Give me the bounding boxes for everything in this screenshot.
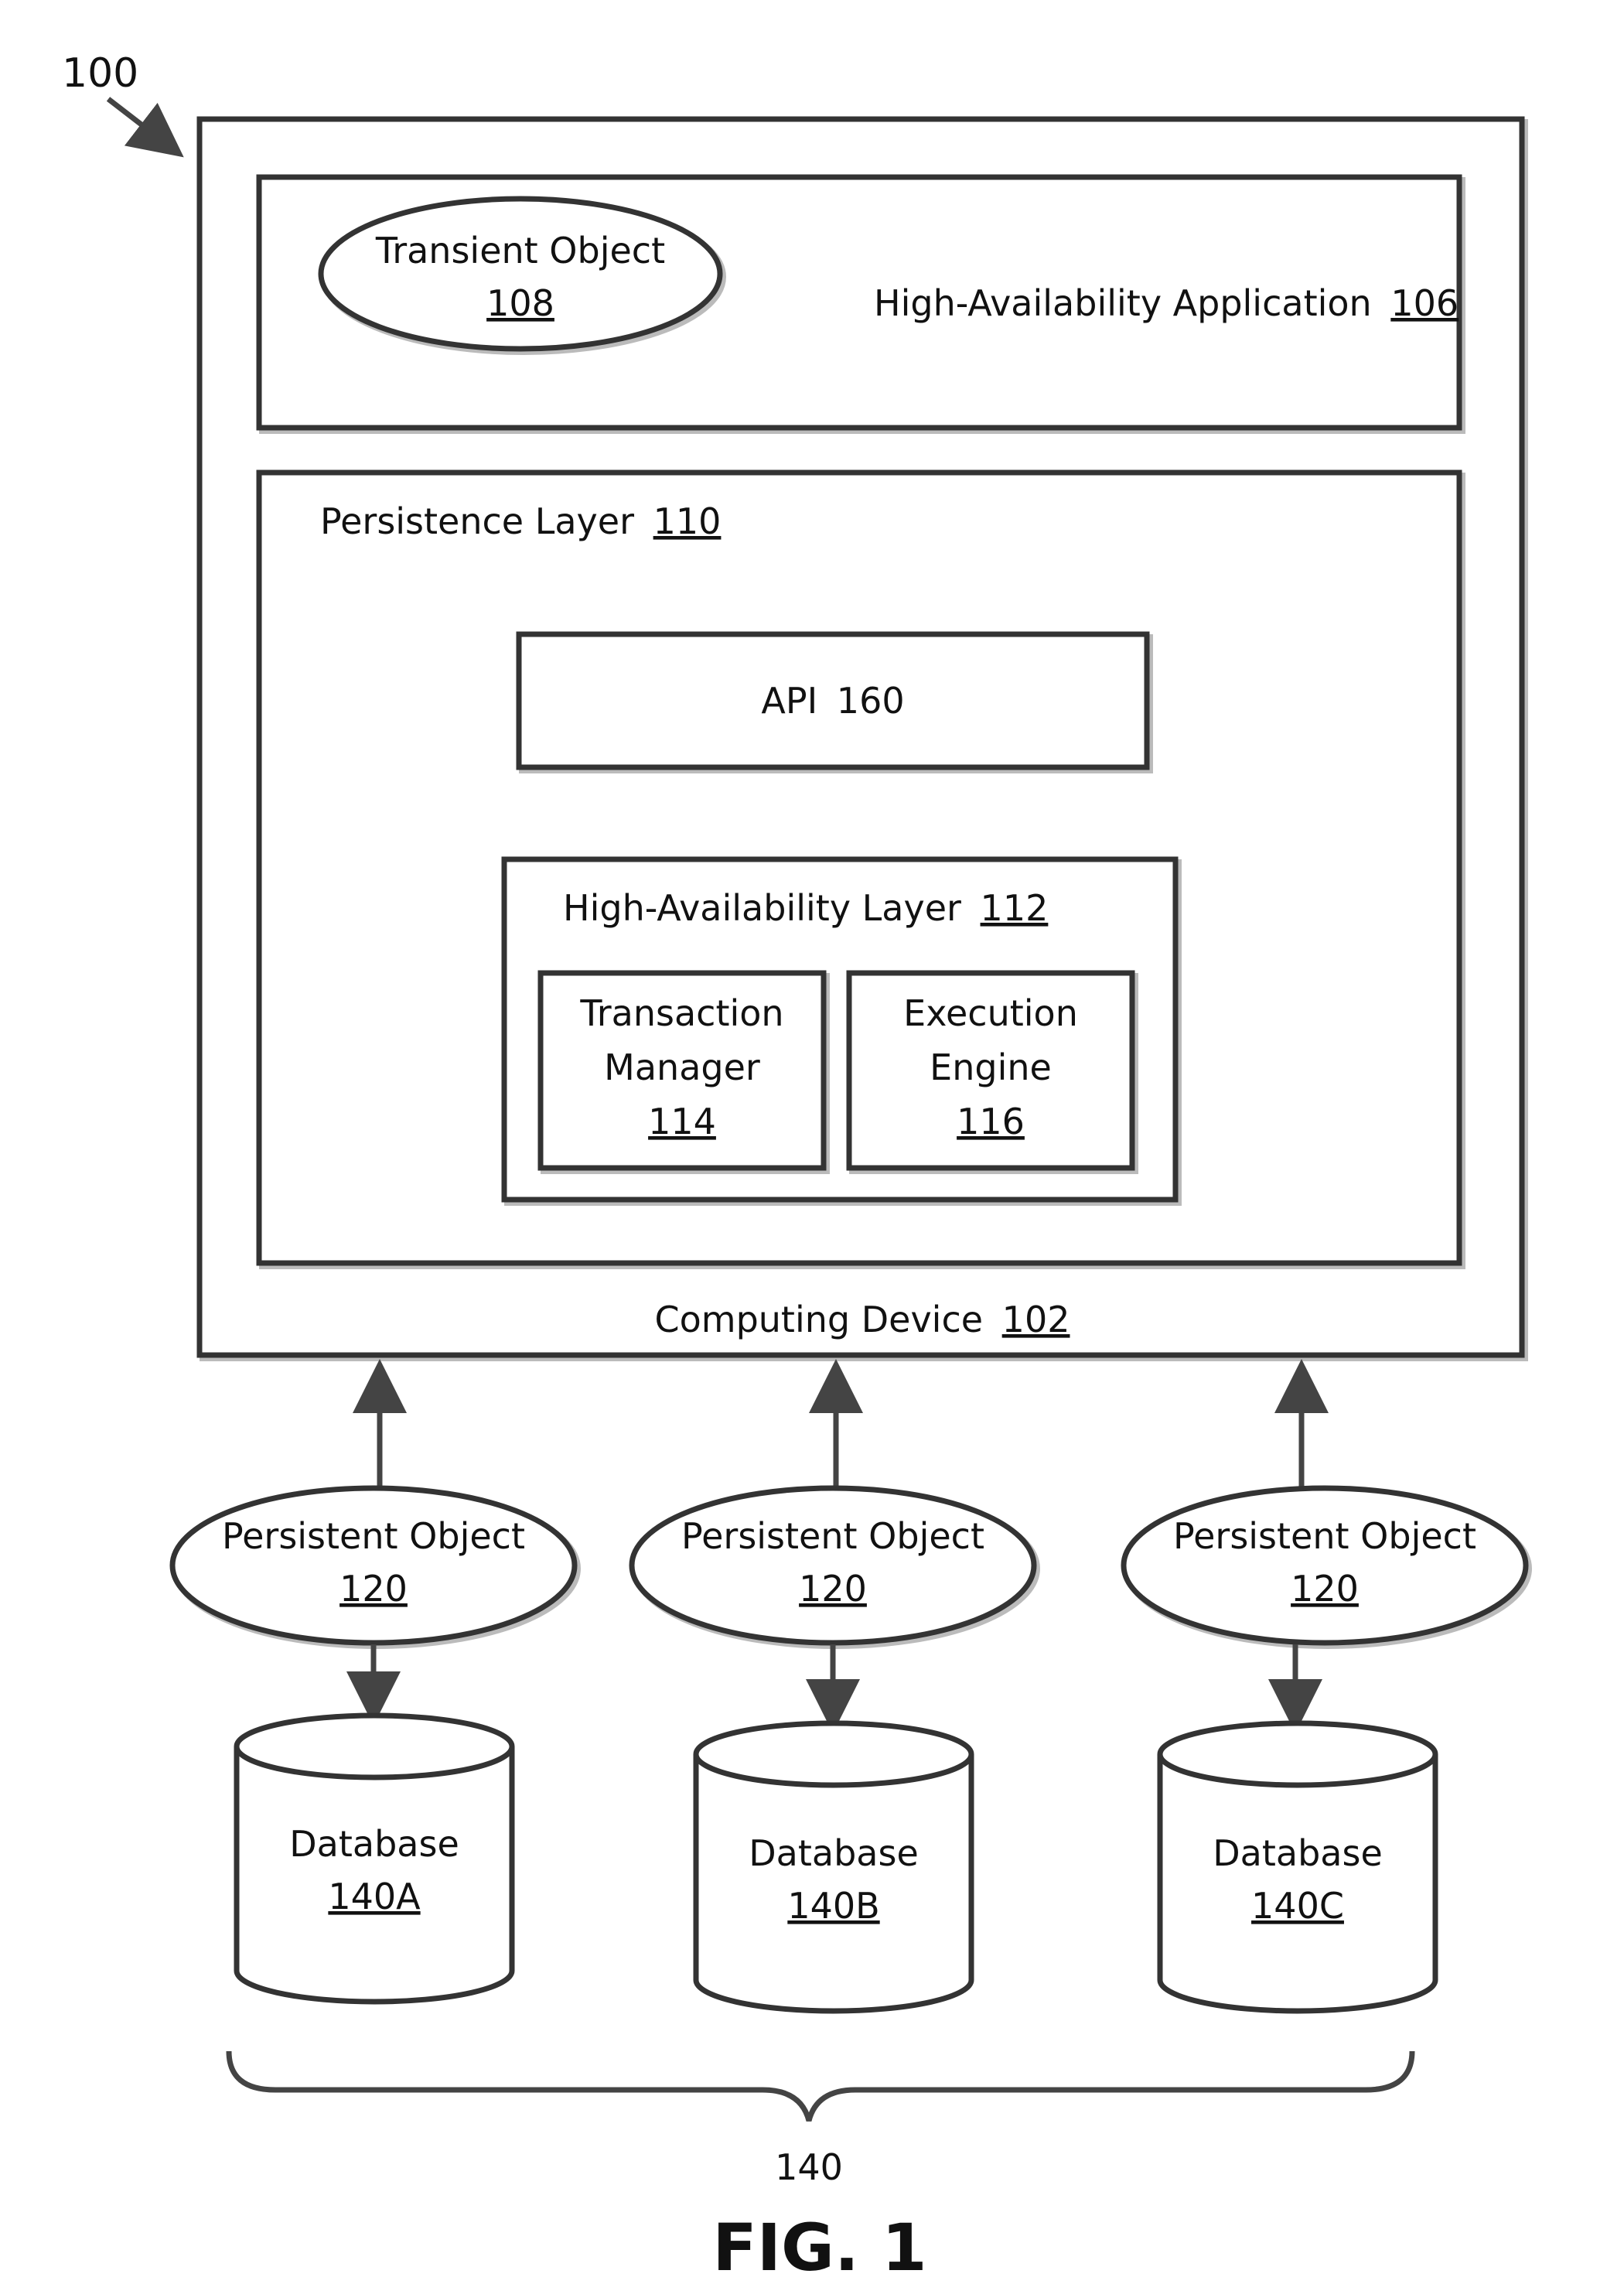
persistent-object-3-ref: 120 (1291, 1568, 1359, 1610)
persistence-layer-ref: 110 (653, 500, 722, 542)
api-ref: 160 (837, 680, 905, 722)
database-140a-ref: 140A (328, 1876, 421, 1917)
transaction-manager-box: Transaction Manager 114 (541, 973, 827, 1171)
persistence-layer-text: Persistence Layer (320, 500, 634, 542)
transient-object-node: Transient Object 108 (321, 199, 723, 352)
database-140c-ref: 140C (1251, 1885, 1344, 1927)
database-140b-cylinder: Database 140B (696, 1723, 971, 2011)
api-box (519, 634, 1150, 770)
high-availability-application-text: High-Availability Application (874, 282, 1372, 324)
persistent-object-1-label: Persistent Object (222, 1515, 525, 1557)
execution-engine-ref: 116 (957, 1101, 1025, 1142)
api-text: API (761, 680, 817, 722)
database-140a-label: Database (289, 1823, 459, 1865)
transient-object-label: Transient Object (375, 230, 665, 271)
persistent-object-2-label: Persistent Object (681, 1515, 984, 1557)
execution-engine-box: Execution Engine 116 (849, 973, 1135, 1171)
figure-label: FIG. 1 (712, 2210, 926, 2284)
persistent-object-3-label: Persistent Object (1173, 1515, 1476, 1557)
transaction-manager-line1: Transaction (579, 992, 783, 1034)
database-140c-label: Database (1213, 1832, 1383, 1874)
persistent-object-node-1: Persistent Object 120 (172, 1386, 578, 1698)
high-availability-layer-ref: 112 (981, 887, 1049, 929)
computing-device-label: Computing Device 102 (655, 1299, 1070, 1340)
persistent-object-2-ref: 120 (799, 1568, 867, 1610)
database-140a-cylinder: Database 140A (237, 1716, 512, 2002)
execution-engine-line1: Execution (903, 992, 1078, 1034)
reference-100-label: 100 (62, 50, 138, 97)
database-140b-ref: 140B (787, 1885, 879, 1927)
transient-object-ref: 108 (486, 282, 554, 324)
database-140c-cylinder: Database 140C (1160, 1723, 1435, 2011)
persistence-layer-label: Persistence Layer 110 (320, 500, 721, 542)
database-group-ref: 140 (775, 2146, 843, 2188)
transaction-manager-line2: Manager (604, 1046, 760, 1088)
reference-100-pointer (108, 99, 162, 141)
database-group-brace (229, 2051, 1412, 2121)
computing-device-ref: 102 (1002, 1299, 1070, 1340)
high-availability-layer-text: High-Availability Layer (563, 887, 961, 929)
persistent-object-1-ref: 120 (339, 1568, 408, 1610)
computing-device-text: Computing Device (655, 1299, 984, 1340)
transaction-manager-ref: 114 (648, 1101, 716, 1142)
persistent-object-node-3: Persistent Object 120 (1124, 1386, 1529, 1706)
persistent-object-node-2: Persistent Object 120 (632, 1386, 1037, 1706)
database-140b-label: Database (749, 1832, 919, 1874)
high-availability-application-label: High-Availability Application 106 (874, 282, 1459, 324)
high-availability-application-ref: 106 (1390, 282, 1459, 324)
execution-engine-line2: Engine (930, 1046, 1052, 1088)
